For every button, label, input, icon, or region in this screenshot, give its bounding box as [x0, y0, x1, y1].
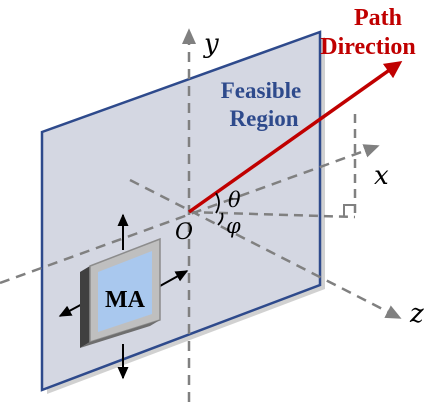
- phi-label: φ: [226, 214, 241, 238]
- z-axis-label: z: [409, 299, 424, 329]
- move-right-arrow: [159, 270, 189, 287]
- origin-label: O: [175, 220, 193, 245]
- movable-antenna: [80, 237, 161, 348]
- antenna-depth: [80, 266, 90, 348]
- right-angle-marker: [343, 204, 355, 217]
- phi-arc: [217, 212, 224, 226]
- y-axis-label: y: [203, 29, 219, 59]
- path-direction-label-line2: Direction: [320, 34, 416, 60]
- feasible-region-label-line2: Region: [230, 106, 299, 131]
- x-axis-label: x: [374, 161, 389, 191]
- antenna-patch: [98, 251, 152, 332]
- theta-arc: [215, 192, 220, 214]
- path-direction-label-line1: Path: [354, 5, 402, 31]
- path-projection-line: [188, 210, 356, 219]
- feasible-region-label-line1: Feasible: [221, 78, 302, 103]
- antenna-bottom: [80, 320, 160, 348]
- antenna-label: MA: [105, 287, 146, 313]
- path-direction-arrow: [187, 60, 403, 214]
- theta-label: θ: [228, 188, 241, 212]
